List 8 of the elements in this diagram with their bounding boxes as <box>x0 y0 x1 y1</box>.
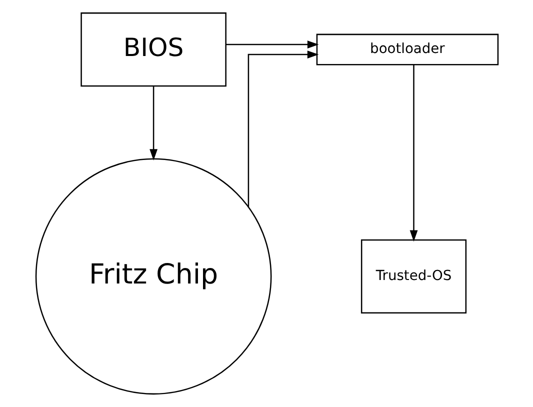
arrow <box>225 40 318 48</box>
node-box: BIOS <box>80 12 226 87</box>
node-box: bootloader <box>316 34 498 66</box>
arrow <box>247 50 318 207</box>
arrow <box>149 86 158 160</box>
node-box: Trusted-OS <box>360 239 466 314</box>
node-circle: Fritz Chip <box>34 158 272 395</box>
arrow <box>409 64 418 242</box>
